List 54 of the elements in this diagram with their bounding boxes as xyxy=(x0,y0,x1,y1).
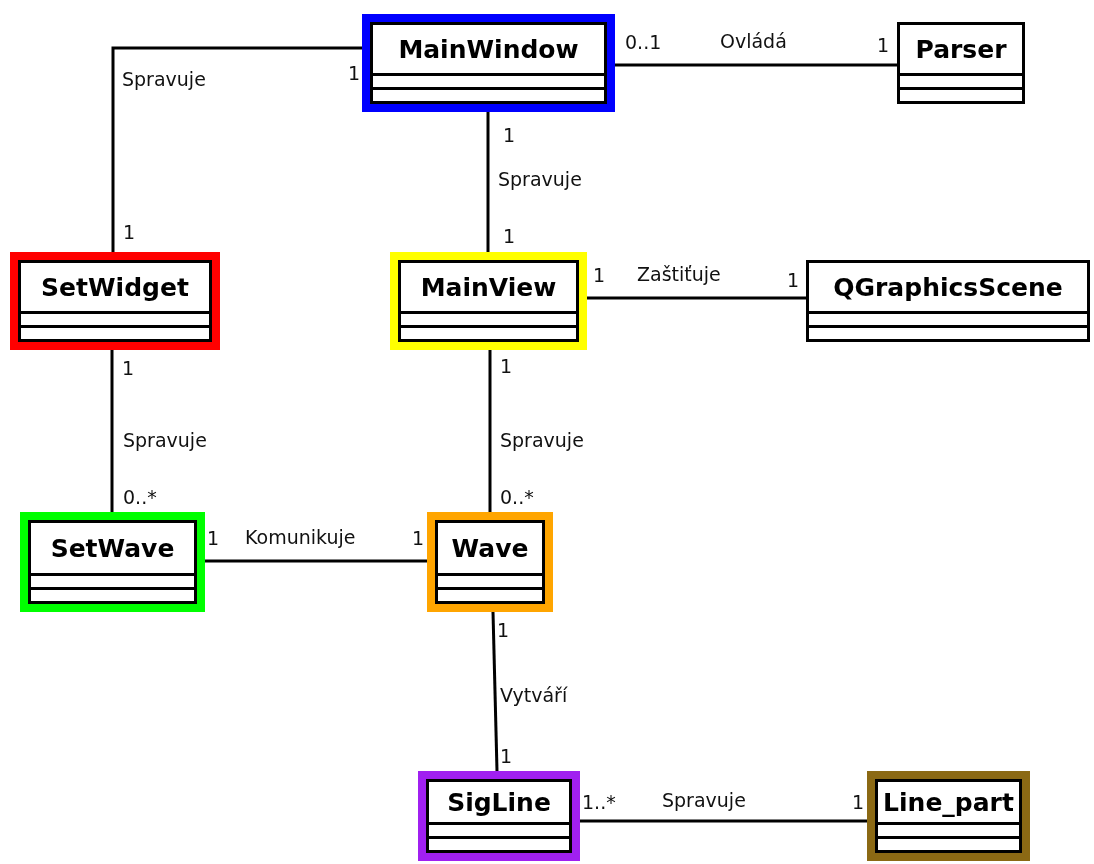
edge-label: Spravuje xyxy=(123,431,207,450)
association-line xyxy=(615,63,897,67)
multiplicity-label: 1 xyxy=(500,747,513,766)
multiplicity-label: 0..* xyxy=(123,488,157,507)
multiplicity-label: 1..* xyxy=(582,793,616,812)
class-name: QGraphicsScene xyxy=(833,272,1063,302)
highlighted-class-box xyxy=(20,512,205,612)
multiplicity-label: 1 xyxy=(593,266,606,285)
edge-label: Zaštiťuje xyxy=(637,265,721,284)
highlighted-class-box xyxy=(418,771,580,861)
edge-label: Vytváří xyxy=(500,686,568,705)
highlighted-class-box xyxy=(10,252,220,350)
edge-label: Spravuje xyxy=(122,70,206,89)
class-name: Wave xyxy=(451,533,529,563)
class-box xyxy=(897,22,1025,104)
multiplicity-label: 1 xyxy=(503,126,516,145)
association-line xyxy=(488,350,492,512)
association-line xyxy=(111,46,362,252)
multiplicity-label: 1 xyxy=(852,793,865,812)
association-line xyxy=(491,611,499,772)
class-box xyxy=(806,260,1090,342)
association-line xyxy=(580,819,867,823)
multiplicity-label: 1 xyxy=(503,227,516,246)
association-line xyxy=(486,112,490,252)
highlighted-class-box xyxy=(362,14,615,112)
multiplicity-label: 1 xyxy=(348,64,361,83)
multiplicity-label: 0..1 xyxy=(625,33,662,52)
class-name: Parser xyxy=(915,34,1007,64)
class-name: Line_part xyxy=(883,787,1014,817)
multiplicity-label: 1 xyxy=(412,529,425,548)
multiplicity-label: 1 xyxy=(497,621,510,640)
multiplicity-label: 1 xyxy=(122,359,135,378)
multiplicity-label: 0..* xyxy=(500,488,534,507)
edge-label: Spravuje xyxy=(662,791,746,810)
multiplicity-label: 1 xyxy=(500,357,513,376)
class-name: MainView xyxy=(420,272,557,302)
class-name: SetWidget xyxy=(41,272,189,302)
highlighted-class-box xyxy=(390,252,587,350)
multiplicity-label: 1 xyxy=(877,36,890,55)
edge-label: Komunikuje xyxy=(245,528,356,547)
highlighted-class-box xyxy=(427,512,553,612)
multiplicity-label: 1 xyxy=(787,271,800,290)
association-line xyxy=(587,296,806,300)
edge-label: Spravuje xyxy=(500,431,584,450)
class-name: SigLine xyxy=(447,787,551,817)
multiplicity-label: 1 xyxy=(207,529,220,548)
edge-label: Ovládá xyxy=(720,32,787,51)
highlighted-class-box xyxy=(867,771,1030,861)
association-line xyxy=(110,350,114,512)
multiplicity-label: 1 xyxy=(123,223,136,242)
association-line xyxy=(205,559,427,563)
class-name: MainWindow xyxy=(398,34,579,64)
class-name: SetWave xyxy=(50,533,175,563)
edge-label: Spravuje xyxy=(498,170,582,189)
